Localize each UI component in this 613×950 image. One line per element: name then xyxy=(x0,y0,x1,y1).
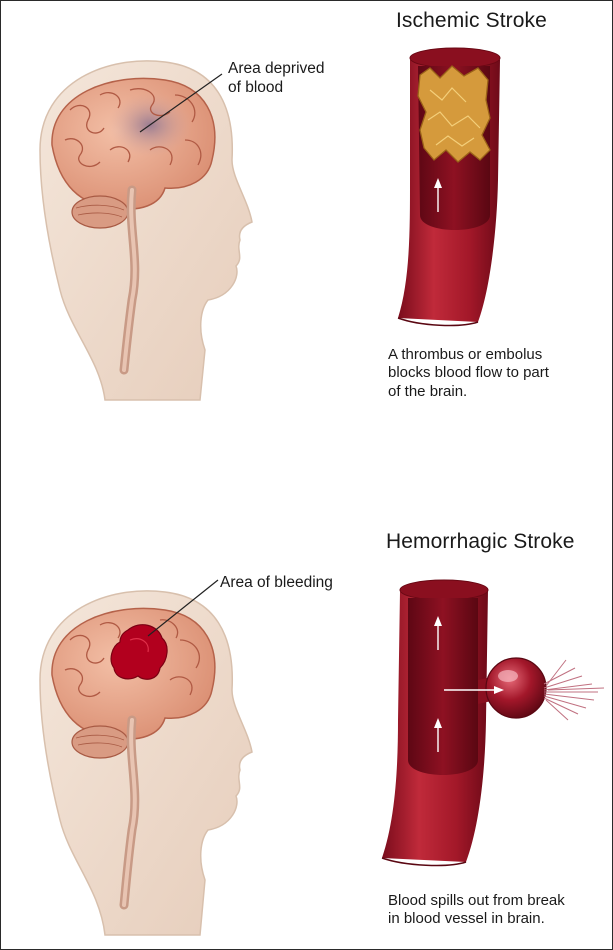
blood-spray-icon xyxy=(544,660,604,720)
ischemic-stroke-title: Ischemic Stroke xyxy=(396,8,547,34)
blood-vessel-icon xyxy=(382,580,488,865)
clot-icon xyxy=(418,66,490,162)
ischemic-caption: A thrombus or embolus blocks blood flow … xyxy=(388,346,549,401)
area-bleeding-label: Area of bleeding xyxy=(220,574,333,593)
aneurysm-icon xyxy=(478,658,546,718)
hemorrhagic-caption: Blood spills out from break in blood ves… xyxy=(388,892,565,929)
hemorrhagic-stroke-title: Hemorrhagic Stroke xyxy=(386,529,575,555)
area-deprived-label: Area deprived of blood xyxy=(228,60,325,98)
